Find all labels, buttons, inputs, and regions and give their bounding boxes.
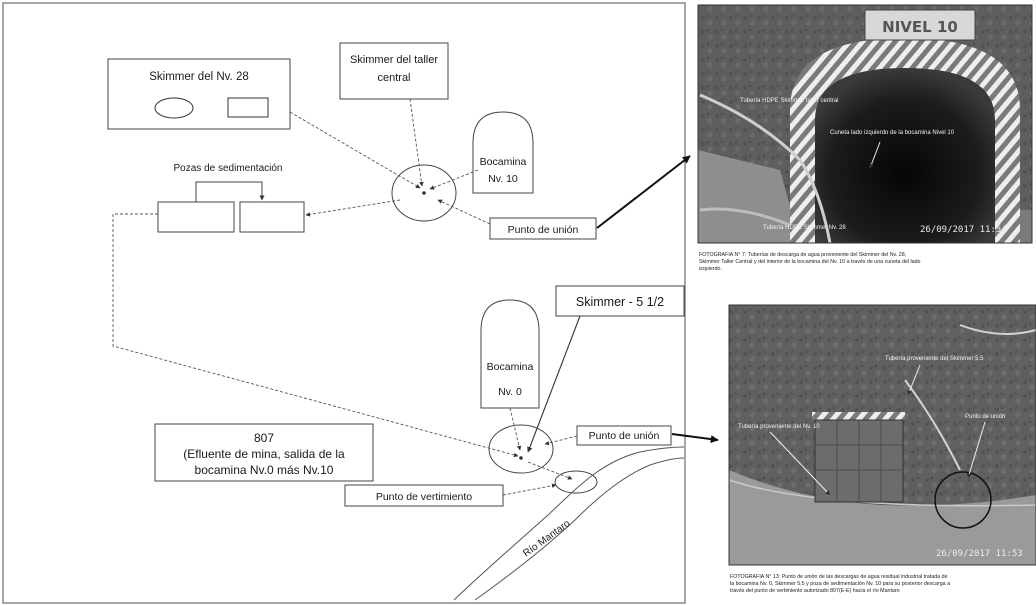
pozas-sedimentacion: Pozas de sedimentación <box>157 163 305 233</box>
skimmer-taller-label-line2: central <box>377 72 410 84</box>
vertimiento-circle <box>554 470 598 494</box>
bocamina-nv10-label-line2: Nv. 10 <box>488 173 518 185</box>
bocamina-nv10-shape: Bocamina Nv. 10 <box>472 111 534 194</box>
photo-2-caption: FOTOGRAFIA N° 13: Punto de unión de las … <box>730 574 950 594</box>
efluente-807-box: 807 (Efluente de mina, salida de la boca… <box>154 423 374 482</box>
photo2-caption-line3: través del punto de vertimiento autoriza… <box>730 588 900 594</box>
photo-1-tunnel-nivel10: NIVEL 10 Tubería HDPE Skimmer taller cen… <box>697 4 1033 244</box>
photo1-label-tuberia-taller: Tubería HDPE Skimmer taller central <box>740 98 838 104</box>
photo2-label-punto-union: Punto de unión <box>965 414 1005 420</box>
poza-box-1 <box>157 201 235 233</box>
punto-vertimiento-box: Punto de vertimiento <box>344 483 557 507</box>
photo1-label-tuberia-nv28: Tubería HDPE Skimmer Nv. 28 <box>763 225 846 231</box>
pozas-label: Pozas de sedimentación <box>174 163 283 174</box>
poza-box-2 <box>239 201 305 233</box>
photo1-label-cuneta: Cuneta lado izquierdo de la bocamina Niv… <box>830 130 955 136</box>
skimmer-taller-label-line1: Skimmer del taller <box>350 54 438 66</box>
callout-arrow-photo1 <box>596 155 691 229</box>
photo1-timestamp: 26/09/2017 11:54 <box>920 225 1007 235</box>
photo1-caption-line1: FOTOGRAFIA N° 7: Tuberías de descarga de… <box>699 252 906 258</box>
skimmer-5-label: Skimmer - 5 1/2 <box>576 295 664 309</box>
bocamina-nv0-label-line2: Nv. 0 <box>498 386 522 398</box>
skimmer-nv28-label: Skimmer del Nv. 28 <box>149 71 248 83</box>
bocamina-nv0-label-line1: Bocamina <box>487 361 534 373</box>
photo-2-punto-union: Tubería proveniente del Skimmer 5.5 Tube… <box>728 304 1036 566</box>
photo1-caption-line2: Skimmer Taller Central y del interior de… <box>699 259 921 265</box>
junction-circle-top <box>391 164 457 222</box>
flow-channel-pozas <box>112 213 519 458</box>
skimmer-taller-box: Skimmer del taller central <box>339 42 449 100</box>
skimmer-ellipse-symbol <box>154 97 194 119</box>
efluente-807-line2: (Efluente de mina, salida de la <box>183 447 345 461</box>
rio-mantaro <box>453 446 685 601</box>
punto-vertimiento-label: Punto de vertimiento <box>376 491 472 503</box>
efluente-807-line3: bocamina Nv.0 más Nv.10 <box>195 463 334 477</box>
skimmer-nv28-box: Skimmer del Nv. 28 <box>107 58 291 130</box>
photo2-caption-line1: FOTOGRAFIA N° 13: Punto de unión de las … <box>730 574 948 580</box>
bocamina-nv10-label-line1: Bocamina <box>480 156 527 168</box>
skimmer-5-box: Skimmer - 5 1/2 <box>527 285 685 453</box>
punto-union-bottom: Punto de unión <box>544 425 719 446</box>
junction-circle-bottom <box>488 424 554 474</box>
photo1-sign: NIVEL 10 <box>882 18 958 36</box>
photo2-label-tuberia-skimmer: Tubería proveniente del Skimmer 5.5 <box>885 356 984 362</box>
bocamina-nv0-shape: Bocamina Nv. 0 <box>480 299 540 451</box>
flow-lines-top <box>289 98 479 217</box>
punto-union-top-label: Punto de unión <box>508 224 579 236</box>
photo2-label-tuberia-nv10: Tubería proveniente del Nv. 10 <box>738 424 820 430</box>
photo2-timestamp: 26/09/2017 11:53 <box>936 549 1023 559</box>
punto-union-top: Punto de unión <box>437 155 691 240</box>
efluente-807-code: 807 <box>254 431 274 445</box>
photo1-caption-line3: izquierdo. <box>699 266 722 272</box>
callout-arrow-photo2 <box>671 433 719 444</box>
skimmer-rect-symbol <box>227 97 269 118</box>
photo-1-caption: FOTOGRAFIA N° 7: Tuberías de descarga de… <box>699 252 921 272</box>
photo2-caption-line2: la bocamina Nv. 0, Skimmer 5.5 y poza de… <box>730 581 950 587</box>
punto-union-bottom-label: Punto de unión <box>589 430 660 442</box>
